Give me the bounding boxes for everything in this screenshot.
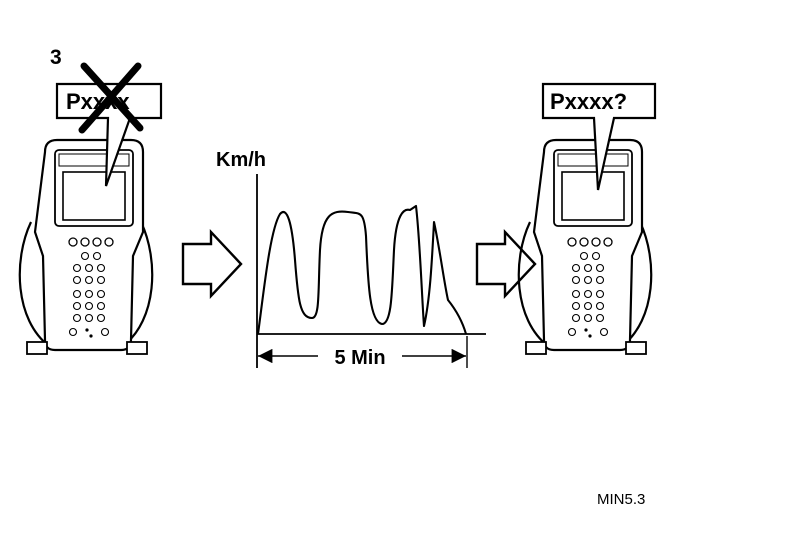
speed-graph: Km/h 5 Min	[216, 149, 486, 369]
cross-out-icon	[78, 62, 144, 134]
left-scan-tool: Pxxxx	[18, 62, 163, 356]
duration-label: 5 Min	[334, 347, 385, 369]
right-arrow-icon	[475, 230, 537, 298]
right-bubble-text: Pxxxx?	[550, 89, 627, 114]
right-speech-bubble: Pxxxx?	[541, 82, 657, 191]
duration-label-bg	[318, 343, 402, 369]
figure-code: MIN5.3	[597, 491, 645, 508]
graph-ylabel: Km/h	[216, 149, 266, 171]
scan-tool-icon	[18, 138, 154, 356]
speed-trace	[256, 204, 468, 335]
right-scan-tool: Pxxxx?	[517, 82, 657, 356]
scan-tool-icon	[517, 138, 653, 356]
step-number: 3	[50, 46, 62, 69]
right-arrow-icon	[181, 230, 243, 298]
